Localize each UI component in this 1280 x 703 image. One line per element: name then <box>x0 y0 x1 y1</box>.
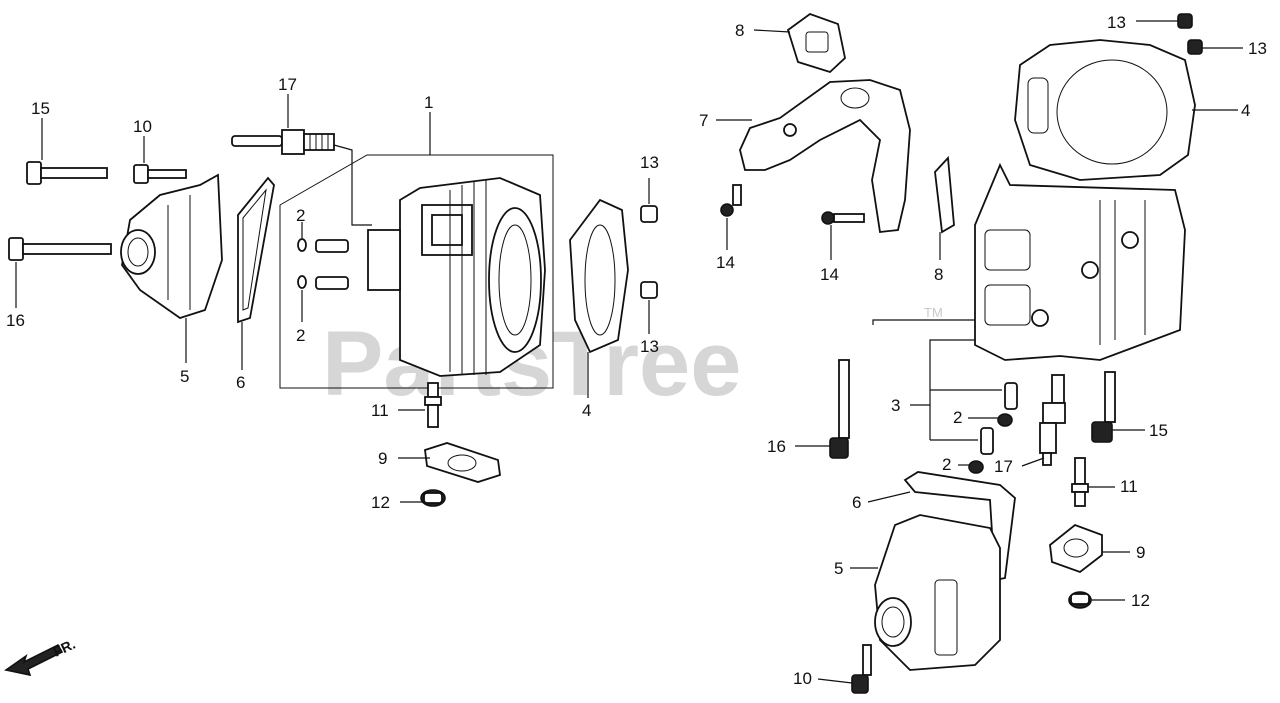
dowel-pin-part[interactable] <box>1177 13 1203 55</box>
callout-5: 5 <box>180 367 189 386</box>
cylinder-head-part[interactable] <box>367 177 546 377</box>
bolt-part[interactable] <box>821 211 865 225</box>
flange-nut-part[interactable] <box>1068 591 1092 609</box>
bolt-part[interactable] <box>8 237 112 261</box>
callout-2: 2 <box>942 455 951 474</box>
callout-1: 1 <box>424 93 433 112</box>
callout-10: 10 <box>133 117 152 136</box>
bolt-part[interactable] <box>133 164 187 184</box>
callout-2: 2 <box>296 326 305 345</box>
callout-14: 14 <box>820 265 839 284</box>
head-gasket-part[interactable] <box>569 198 629 354</box>
callout-15: 15 <box>31 99 50 118</box>
callout-13: 13 <box>640 153 659 172</box>
callout-8: 8 <box>934 265 943 284</box>
callout-6: 6 <box>852 493 861 512</box>
intake-gasket-part[interactable] <box>1049 523 1103 574</box>
exhaust-gasket-part[interactable] <box>786 12 846 74</box>
exhaust-manifold-part[interactable] <box>739 79 911 233</box>
callout-13: 13 <box>640 337 659 356</box>
callout-16: 16 <box>767 437 786 456</box>
watermark-tm: TM <box>924 305 943 320</box>
callout-5: 5 <box>834 559 843 578</box>
callout-9: 9 <box>378 449 387 468</box>
callout-14: 14 <box>716 253 735 272</box>
callout-4: 4 <box>582 401 591 420</box>
callout-6: 6 <box>236 373 245 392</box>
exhaust-gasket-part[interactable] <box>934 155 955 234</box>
callout-8: 8 <box>735 21 744 40</box>
washer-part[interactable] <box>297 238 307 289</box>
callout-11: 11 <box>1120 477 1138 496</box>
callout-10: 10 <box>793 669 812 688</box>
spark-plug-part[interactable] <box>1039 374 1066 466</box>
front-direction-arrow-icon <box>4 643 64 677</box>
callout-4: 4 <box>1241 101 1250 120</box>
stud-part[interactable] <box>980 382 1018 455</box>
callout-15: 15 <box>1149 421 1168 440</box>
head-gasket-part[interactable] <box>1014 39 1196 181</box>
bolt-part[interactable] <box>851 644 872 694</box>
spark-plug-part[interactable] <box>231 129 335 155</box>
spark-plug-leader <box>333 144 372 226</box>
callout-2: 2 <box>296 206 305 225</box>
bolt-part[interactable] <box>829 359 850 459</box>
stud-part[interactable] <box>315 239 349 290</box>
callout-13: 13 <box>1248 39 1267 58</box>
leader-lines <box>15 20 1243 684</box>
callout-12: 12 <box>1131 591 1150 610</box>
rocker-gasket-part[interactable] <box>237 176 275 324</box>
callout-labels: 1 2 2 2 2 3 4 4 5 5 6 6 7 8 8 9 9 10 10 … <box>6 13 1267 688</box>
callout-17: 17 <box>278 75 297 94</box>
callout-17: 17 <box>994 457 1013 476</box>
rocker-gasket-part[interactable] <box>903 471 1016 582</box>
callout-9: 9 <box>1136 543 1145 562</box>
stud-part[interactable] <box>424 382 442 428</box>
callout-12: 12 <box>371 493 390 512</box>
callout-3: 3 <box>891 396 900 415</box>
bolt-part[interactable] <box>720 184 742 217</box>
cylinder-head-part[interactable] <box>974 162 1186 361</box>
callout-7: 7 <box>699 111 708 130</box>
rocker-cover-part[interactable] <box>874 514 1001 671</box>
intake-gasket-part[interactable] <box>424 442 501 483</box>
flange-nut-part[interactable] <box>420 489 446 507</box>
callout-13: 13 <box>1107 13 1126 32</box>
callout-16: 16 <box>6 311 25 330</box>
dowel-pin-part[interactable] <box>640 205 658 299</box>
washer-part[interactable] <box>968 413 1013 474</box>
callout-11: 11 <box>371 401 389 420</box>
bolt-part[interactable] <box>26 161 108 185</box>
rocker-cover-part[interactable] <box>120 173 223 319</box>
direction-label: FR. <box>51 636 78 660</box>
stud-part[interactable] <box>1071 457 1089 507</box>
callout-2: 2 <box>953 408 962 427</box>
bolt-part[interactable] <box>1091 371 1116 443</box>
